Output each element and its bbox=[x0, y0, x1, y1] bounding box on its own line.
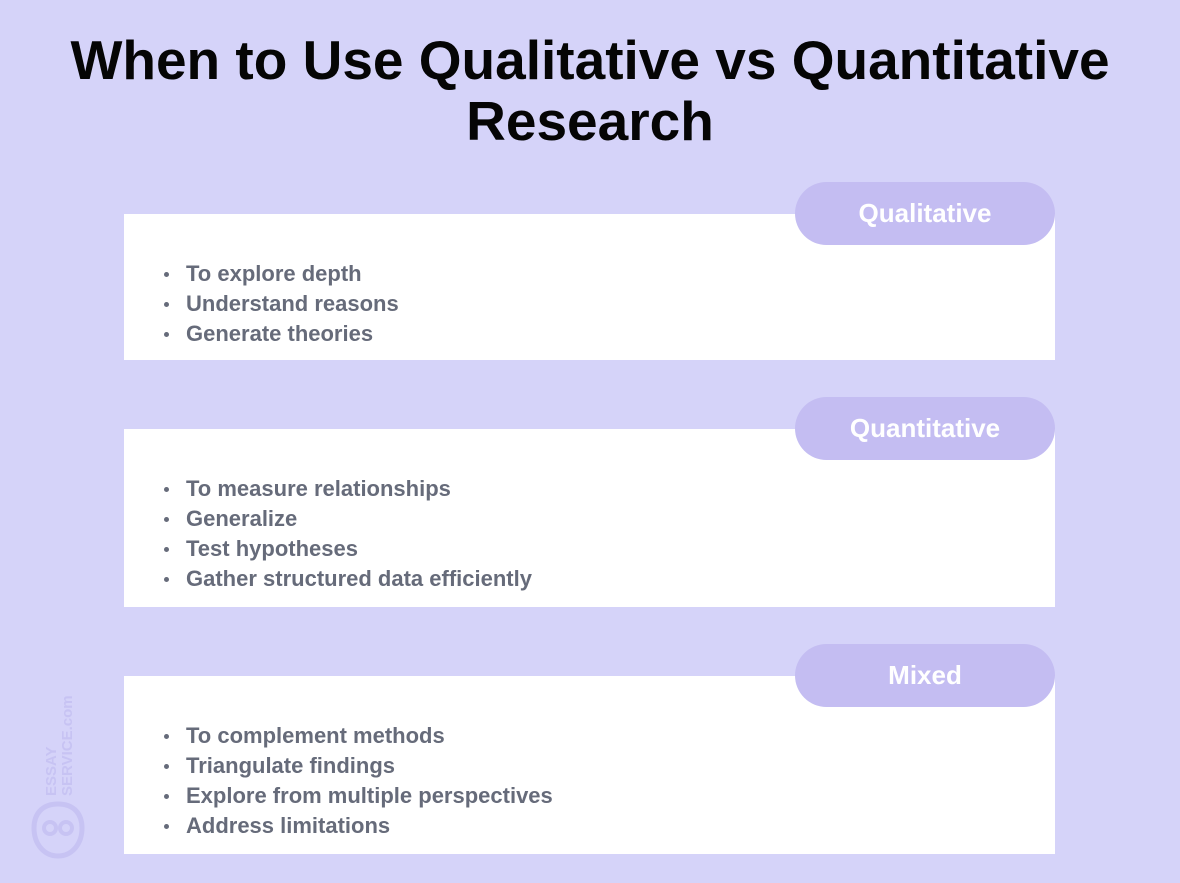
list-item: Explore from multiple perspectives bbox=[164, 781, 553, 811]
list-item: Generalize bbox=[164, 504, 532, 534]
mixed-list: To complement methods Triangulate findin… bbox=[164, 721, 553, 841]
watermark-text: ESSAY SERVICE.com bbox=[43, 676, 76, 796]
list-item: Understand reasons bbox=[164, 289, 399, 319]
quantitative-card: To measure relationships Generalize Test… bbox=[124, 429, 1055, 607]
qualitative-label: Qualitative bbox=[795, 182, 1055, 245]
list-item: Test hypotheses bbox=[164, 534, 532, 564]
owl-shield-icon bbox=[31, 801, 85, 859]
mixed-label: Mixed bbox=[795, 644, 1055, 707]
list-item: To measure relationships bbox=[164, 474, 532, 504]
list-item: To complement methods bbox=[164, 721, 553, 751]
list-item: Generate theories bbox=[164, 319, 399, 349]
quantitative-label: Quantitative bbox=[795, 397, 1055, 460]
list-item: Triangulate findings bbox=[164, 751, 553, 781]
watermark-line2: SERVICE.com bbox=[59, 695, 76, 796]
list-item: To explore depth bbox=[164, 259, 399, 289]
page-title: When to Use Qualitative vs Quantitative … bbox=[70, 29, 1110, 152]
qualitative-list: To explore depth Understand reasons Gene… bbox=[164, 259, 399, 349]
list-item: Gather structured data efficiently bbox=[164, 564, 532, 594]
watermark-line1: ESSAY bbox=[43, 746, 60, 796]
essay-service-watermark: ESSAY SERVICE.com bbox=[28, 680, 88, 860]
quantitative-list: To measure relationships Generalize Test… bbox=[164, 474, 532, 594]
list-item: Address limitations bbox=[164, 811, 553, 841]
